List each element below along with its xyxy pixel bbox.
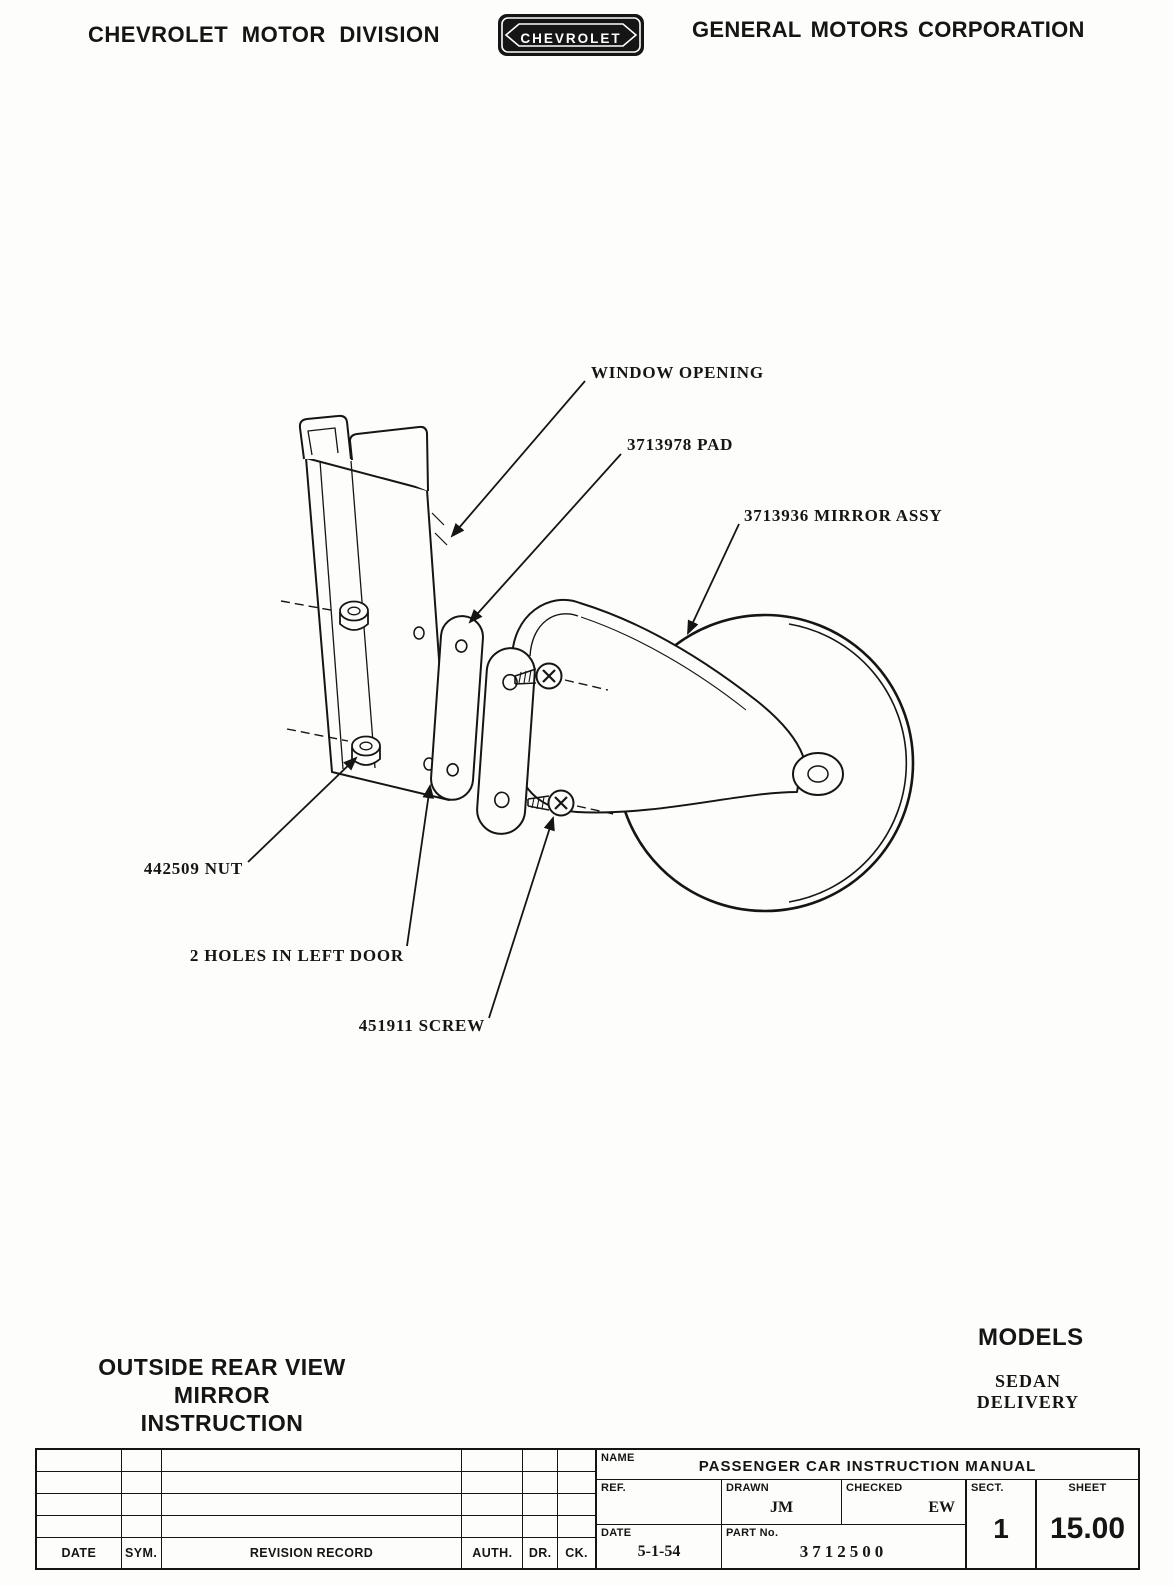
callout-holes: 2 HOLES IN LEFT DOOR (190, 946, 404, 965)
name-cell: NAME PASSENGER CAR INSTRUCTION MANUAL (597, 1450, 1138, 1480)
ref-cell: REF. (597, 1480, 722, 1524)
sheet-label: SHEET (1068, 1482, 1107, 1494)
part-no-label: PART No. (726, 1526, 779, 1539)
ref-label: REF. (601, 1482, 627, 1494)
part-no-value: 3712500 (799, 1542, 888, 1562)
chevrolet-bowtie-logo: CHEVROLET (498, 14, 644, 56)
mirror-arm (511, 598, 844, 814)
revision-header-date: DATE (37, 1538, 122, 1568)
mirror-bracket-base (476, 647, 536, 835)
screw-bottom (527, 789, 575, 817)
callout-pad: 3713978 PAD (627, 435, 733, 454)
revision-header-auth: AUTH. (462, 1538, 524, 1568)
sheet-title-line1: OUTSIDE REAR VIEW MIRROR (98, 1354, 346, 1408)
screw-top-centerline (564, 679, 609, 691)
revision-header-sym: SYM. (122, 1538, 162, 1568)
date-label: DATE (601, 1526, 632, 1539)
models-label: MODELS (978, 1324, 1084, 1351)
callout-window-opening: WINDOW OPENING (591, 363, 764, 382)
callout-screw: 451911 SCREW (359, 1016, 485, 1035)
mirror-installation-diagram: WINDOW OPENING 3713978 PAD 3713936 MIRRO… (144, 363, 942, 1035)
revision-header-dr: DR. (523, 1538, 559, 1568)
sect-value: 1 (993, 1513, 1009, 1544)
name-value: PASSENGER CAR INSTRUCTION MANUAL (698, 1458, 1037, 1475)
name-label: NAME (601, 1452, 635, 1464)
revision-row (37, 1450, 595, 1472)
revision-row (37, 1472, 595, 1494)
sheet-value: 15.00 (1049, 1512, 1126, 1545)
sheet-title-line2: INSTRUCTION (140, 1410, 304, 1436)
checked-cell: CHECKED EW (842, 1480, 965, 1524)
clip-nut-top (339, 600, 369, 631)
callout-mirror-assy: 3713936 MIRROR ASSY (744, 506, 942, 525)
revision-header-ck: CK. (565, 1546, 588, 1560)
nut-top-centerline (280, 600, 337, 612)
checked-value: EW (928, 1498, 955, 1516)
screw-top (514, 662, 563, 690)
models-value: SEDAN DELIVERY (976, 1371, 1080, 1412)
revision-row (37, 1516, 595, 1538)
door-frame (298, 414, 450, 801)
callout-nut: 442509 NUT (144, 859, 243, 878)
leader-lines (247, 380, 740, 1019)
nut-bottom-centerline (286, 728, 349, 742)
drawing-info: NAME PASSENGER CAR INSTRUCTION MANUAL RE… (597, 1450, 1138, 1568)
checked-label: CHECKED (846, 1482, 903, 1494)
revision-record-table: DATE SYM. REVISION RECORD AUTH. DR. CK. (37, 1450, 597, 1568)
part-no-cell: PART No. 3712500 (722, 1525, 965, 1569)
drawn-label: DRAWN (726, 1482, 770, 1494)
screw-bottom-centerline (576, 805, 619, 816)
revision-header-row: DATE SYM. REVISION RECORD AUTH. DR. CK. (37, 1538, 595, 1568)
header-division: CHEVROLET MOTOR DIVISION (88, 22, 440, 47)
title-block: DATE SYM. REVISION RECORD AUTH. DR. CK. … (35, 1448, 1140, 1570)
mounting-pad (430, 615, 484, 801)
revision-header-record: REVISION RECORD (162, 1538, 463, 1568)
logo-text: CHEVROLET (520, 31, 621, 46)
sect-cell: SECT. 1 (967, 1480, 1037, 1568)
drawn-value: JM (769, 1498, 794, 1516)
header-corporation: GENERAL MOTORS CORPORATION (692, 17, 1085, 42)
sheet-cell: SHEET 15.00 (1037, 1480, 1138, 1568)
date-cell: DATE 5-1-54 (597, 1524, 722, 1568)
drawn-cell: DRAWN JM (722, 1480, 842, 1524)
date-value: 5-1-54 (637, 1543, 681, 1561)
sheet-title: OUTSIDE REAR VIEW MIRROR INSTRUCTION (52, 1353, 392, 1437)
sect-label: SECT. (971, 1482, 1004, 1494)
clip-nut-bottom (351, 735, 381, 766)
revision-row (37, 1494, 595, 1516)
